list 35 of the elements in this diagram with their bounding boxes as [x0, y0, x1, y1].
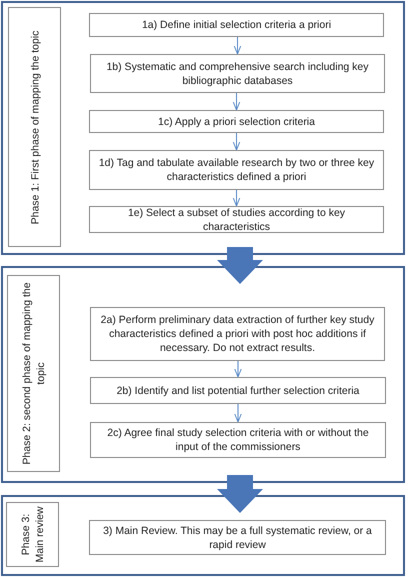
- phase-panel: [1, 495, 405, 576]
- arrow: [232, 92, 240, 110]
- phase-label-box: [7, 275, 60, 472]
- process-box: [90, 422, 386, 458]
- phase-label-box: [6, 502, 59, 567]
- process-box: [89, 110, 384, 133]
- step-text: 1d) Tag and tabulate available research by two or three key characteristics defined a priori: [98, 156, 375, 184]
- phase-label: Phase 1: First phase of mapping the topic: [28, 30, 42, 224]
- arrow: [234, 36, 242, 54]
- step-text: 1e) Select a subset of studies according to key characteristics: [126, 206, 346, 234]
- process-box: [90, 54, 385, 93]
- process-box: [89, 150, 384, 190]
- arrow: [232, 132, 240, 150]
- process-box: [90, 307, 385, 361]
- phase-label: Phase 3: Main review: [18, 505, 46, 565]
- block-arrow: [217, 247, 263, 284]
- step-text: 3) Main Review. This may be a full systematic review, or a rapid review: [102, 524, 373, 552]
- arrow: [234, 360, 242, 378]
- arrow: [234, 404, 242, 422]
- step-text: 2b) Identify and list potential further selection criteria: [116, 384, 360, 398]
- process-box: [90, 377, 386, 404]
- phase-label-box: [8, 7, 61, 247]
- phase-panel: [1, 1, 405, 255]
- block-arrow: [217, 475, 263, 513]
- step-text: 1b) Systematic and comprehensive search including key bibliographic databases: [105, 60, 370, 88]
- phase-panel: [1, 266, 405, 483]
- step-text: 1a) Define initial selection criteria a priori: [142, 18, 332, 32]
- phase-label: Phase 2: second phase of mapping the topic: [20, 281, 48, 467]
- process-box: [89, 520, 386, 555]
- step-text: 1c) Apply a priori selection criteria: [158, 114, 315, 128]
- process-box: [89, 206, 384, 233]
- arrow: [232, 190, 240, 206]
- process-box: [89, 13, 384, 37]
- step-text: 2a) Perform preliminary data extraction of further key study characteristics defined a priori with post hoc additions if necessary. Do not extract results.: [100, 313, 376, 355]
- step-text: 2c) Agree final study selection criteria with or without the input of the commissioners: [106, 426, 370, 454]
